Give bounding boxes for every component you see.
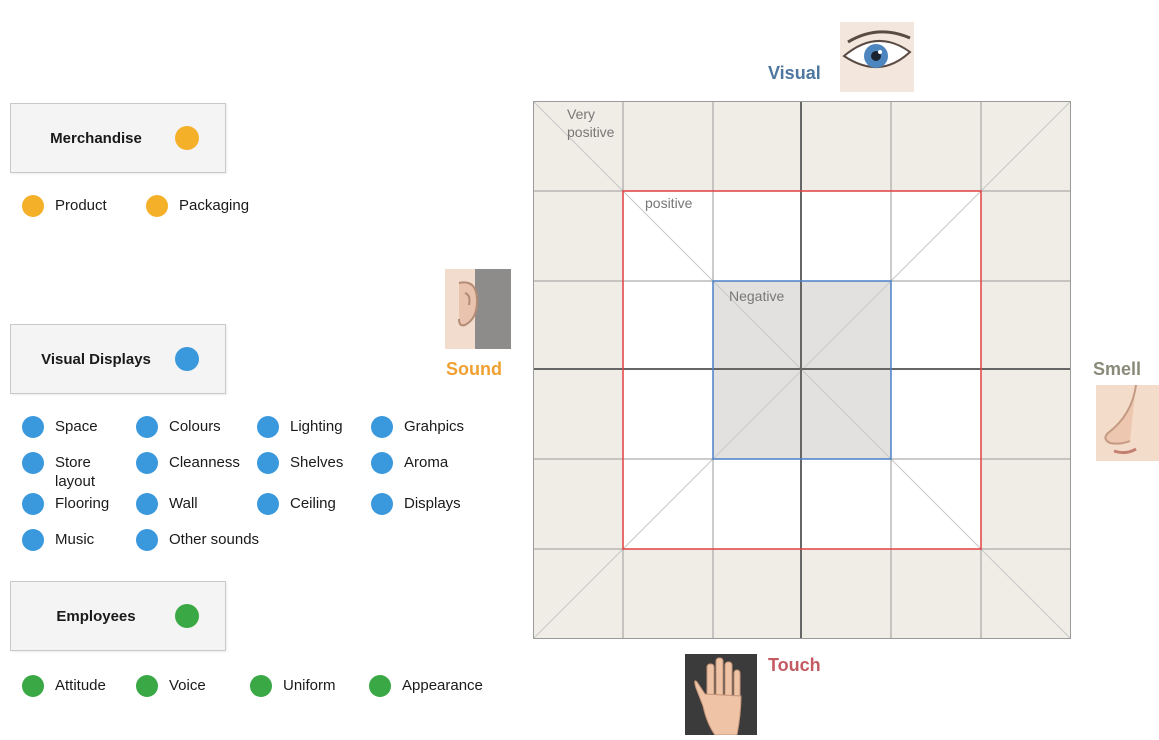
blue-dot-icon [371,416,393,438]
blue-dot-icon [371,452,393,474]
list-item: Appearance [369,675,522,697]
positive-label: positive [645,195,693,211]
list-item: Displays [371,493,496,515]
list-item: Store layout [22,452,111,491]
blue-dot-icon [22,529,44,551]
blue-dot-icon [257,452,279,474]
list-item: Packaging [146,195,271,217]
employees-box: Employees [10,581,226,651]
green-dot-icon [136,675,158,697]
orange-dot-icon [146,195,168,217]
list-item: Cleanness [136,452,261,474]
blue-dot-icon [22,452,44,474]
negative-label: Negative [729,288,785,304]
merchandise-box: Merchandise [10,103,226,173]
item-label: Colours [169,418,221,435]
list-item: Other sounds [136,529,289,551]
item-label: Appearance [402,677,483,694]
item-label: Uniform [283,677,336,694]
employees-dot-icon [175,604,199,628]
blue-dot-icon [136,529,158,551]
list-item: Flooring [22,493,147,515]
grid-border [533,101,1071,639]
list-item: Music [22,529,147,551]
item-label: Grahpics [404,418,465,435]
item-label: Aroma [404,454,449,471]
blue-dot-icon [257,416,279,438]
green-dot-icon [250,675,272,697]
negative-border [712,280,892,460]
merchandise-title: Merchandise [50,129,142,147]
green-dot-icon [369,675,391,697]
list-item: Ceiling [257,493,382,515]
visual-displays-dot-icon [175,347,199,371]
item-label: Shelves [290,454,344,471]
blue-dot-icon [22,416,44,438]
list-item: Uniform [250,675,375,697]
list-item: Wall [136,493,261,515]
list-item: Lighting [257,416,382,438]
very-positive-label: Very positive [567,106,615,140]
blue-dot-icon [136,452,158,474]
touch-label: Touch [768,655,821,675]
item-label: Store layout [55,454,96,490]
item-label: Wall [169,495,198,512]
sensory-grid: Very positive positive Negative [533,101,1071,639]
item-label: Space [55,418,98,435]
list-item: Voice [136,675,261,697]
ear-icon [445,269,511,349]
list-item: Space [22,416,147,438]
visual-displays-box: Visual Displays [10,324,226,394]
hand-icon [685,654,757,736]
eye-icon [840,22,914,92]
blue-dot-icon [136,416,158,438]
grid-graphic [533,101,1071,639]
list-item: Grahpics [371,416,496,438]
blue-dot-icon [22,493,44,515]
list-item: Product [22,195,147,217]
item-label: Music [55,531,95,548]
sound-label: Sound [446,359,502,379]
item-label: Packaging [179,197,250,214]
list-item: Aroma [371,452,496,474]
blue-dot-icon [371,493,393,515]
item-label: Flooring [55,495,110,512]
list-item: Attitude [22,675,147,697]
smell-label: Smell [1093,359,1142,379]
blue-dot-icon [136,493,158,515]
item-label: Other sounds [169,531,260,548]
visual-displays-title: Visual Displays [41,350,151,368]
merchandise-dot-icon [175,126,199,150]
item-label: Displays [404,495,461,512]
item-label: Product [55,197,107,214]
positive-border [622,190,982,550]
green-dot-icon [22,675,44,697]
employees-title: Employees [56,607,136,625]
item-label: Voice [169,677,206,694]
item-label: Lighting [290,418,343,435]
list-item: Shelves [257,452,382,474]
nose-icon [1096,384,1159,461]
item-label: Attitude [55,677,106,694]
visual-label: Visual [768,63,821,83]
item-label: Cleanness [169,454,240,471]
item-label: Ceiling [290,495,336,512]
orange-dot-icon [22,195,44,217]
blue-dot-icon [257,493,279,515]
list-item: Colours [136,416,261,438]
